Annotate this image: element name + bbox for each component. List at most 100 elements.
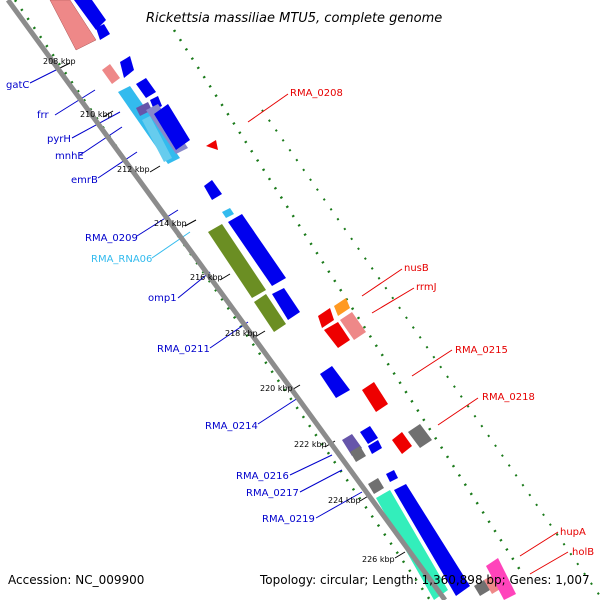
leader-line [136, 209, 179, 237]
gene-label-RMA_0219[interactable]: RMA_0219 [262, 514, 315, 525]
domain-block[interactable] [208, 224, 266, 298]
leader-line [102, 110, 114, 118]
leader-line [289, 454, 333, 476]
leader-line [254, 330, 266, 338]
gene-label-RMA_0209[interactable]: RMA_0209 [85, 233, 138, 244]
gene-label-RMA_0211[interactable]: RMA_0211 [157, 344, 210, 355]
gene-block[interactable] [102, 64, 120, 84]
pink-block[interactable] [486, 558, 516, 600]
kbp-tick-label: 214 kbp [154, 219, 187, 228]
leader-line [79, 126, 123, 156]
kbp-tick-label: 220 kbp [260, 384, 293, 393]
leader-line [299, 469, 343, 493]
gray-block[interactable] [350, 446, 366, 462]
rna-block[interactable] [222, 208, 234, 218]
cds-arrow[interactable] [368, 440, 382, 454]
red-arrow[interactable] [392, 432, 412, 454]
leader-line [411, 349, 453, 377]
gene-label-RMA_0216[interactable]: RMA_0216 [236, 471, 289, 482]
leader-lines [29, 62, 569, 575]
gray-block[interactable] [408, 424, 432, 448]
left-gene-labels: gatC frr pyrH mnhE emrB RMA_0209 RMA_RNA… [6, 80, 315, 525]
orange-block[interactable] [334, 298, 350, 316]
gene-label-pyrH[interactable]: pyrH [47, 134, 71, 145]
gene-label-rrmJ[interactable]: rrmJ [416, 282, 437, 293]
leader-line [97, 151, 138, 179]
cds-arrow[interactable] [272, 288, 300, 320]
red-arrow[interactable] [324, 322, 350, 348]
gene-label-RMA_0217[interactable]: RMA_0217 [246, 488, 299, 499]
cds-arrow[interactable] [386, 470, 398, 482]
gene-label-nusB[interactable]: nusB [404, 263, 429, 274]
feature-track [49, 0, 516, 600]
kbp-tick-labels: 208 kbp 210 kbp 212 kbp 214 kbp 216 kbp … [43, 57, 395, 564]
gene-label-RMA_0214[interactable]: RMA_0214 [205, 421, 258, 432]
outer-dotted-track [172, 29, 522, 571]
gene-arrow[interactable] [120, 56, 134, 78]
gene-label-gatC[interactable]: gatC [6, 80, 29, 91]
cds-arrow[interactable] [360, 426, 378, 444]
gene-label-frr[interactable]: frr [37, 110, 49, 121]
gene-label-RMA_0208[interactable]: RMA_0208 [290, 88, 343, 99]
cds-arrow[interactable] [228, 214, 286, 286]
gene-label-emrB[interactable]: emrB [71, 175, 98, 186]
leader-line [529, 551, 569, 575]
leader-line [361, 268, 403, 297]
accession-text: Accession: NC_009900 [8, 573, 145, 587]
cds-arrow[interactable] [394, 484, 470, 596]
leader-line [184, 219, 197, 227]
cds-arrow[interactable] [204, 180, 222, 200]
leader-line [177, 271, 211, 299]
misc-block[interactable] [136, 102, 152, 116]
gene-arrow[interactable] [96, 24, 110, 40]
gene-label-hupA[interactable]: hupA [560, 527, 586, 538]
gene-label-RMA_0218[interactable]: RMA_0218 [482, 392, 535, 403]
gray-block[interactable] [474, 580, 490, 596]
inner-dotted-track [13, 0, 432, 601]
leader-line [54, 89, 96, 116]
kbp-tick-label: 226 kbp [362, 555, 395, 564]
kbp-tick-label: 208 kbp [43, 57, 76, 66]
gray-block[interactable] [368, 478, 384, 494]
leader-line [519, 531, 559, 557]
kbp-tick-label: 216 kbp [190, 273, 223, 282]
gene-label-mnhE[interactable]: mnhE [55, 151, 84, 162]
gene-arrow[interactable] [74, 0, 106, 30]
gene-label-omp1[interactable]: omp1 [148, 293, 177, 304]
leader-line [149, 165, 161, 173]
gene-label-RMA_0215[interactable]: RMA_0215 [455, 345, 508, 356]
gene-block[interactable] [340, 312, 366, 340]
leader-line [257, 397, 299, 425]
kbp-tick-label: 210 kbp [80, 110, 113, 119]
red-arrow[interactable] [206, 140, 218, 150]
gene-label-RMA_RNA06[interactable]: RMA_RNA06 [91, 254, 152, 265]
rna-block-light[interactable] [142, 116, 172, 162]
leader-line [209, 321, 249, 349]
leader-line [315, 491, 363, 519]
kbp-tick-label: 222 kbp [294, 440, 327, 449]
leader-line [219, 273, 231, 281]
leader-line [437, 397, 479, 426]
right-gene-labels: RMA_0208 nusB rrmJ RMA_0215 RMA_0218 hup… [290, 88, 594, 558]
gene-label-holB[interactable]: holB [572, 547, 594, 558]
gene-block[interactable] [49, 0, 97, 51]
far-dotted-track [261, 109, 600, 597]
leader-line [29, 67, 61, 84]
gene-arrow[interactable] [136, 78, 156, 98]
genome-backbone [5, 0, 448, 602]
leader-line [394, 551, 406, 559]
kbp-tick-label: 212 kbp [117, 165, 150, 174]
red-arrow[interactable] [318, 308, 334, 328]
red-arrow[interactable] [362, 382, 388, 412]
leader-line [151, 231, 191, 259]
cds-arrow[interactable] [320, 366, 350, 398]
topology-summary: Topology: circular; Length: 1,360,898 bp… [260, 573, 590, 587]
domain-block[interactable] [254, 294, 286, 332]
gene-block[interactable] [484, 574, 502, 594]
kbp-tick-label: 218 kbp [225, 329, 258, 338]
teal-block[interactable] [376, 490, 448, 600]
cds-arrow[interactable] [154, 104, 190, 150]
map-title: Rickettsia massiliae MTU5, complete geno… [146, 11, 442, 26]
